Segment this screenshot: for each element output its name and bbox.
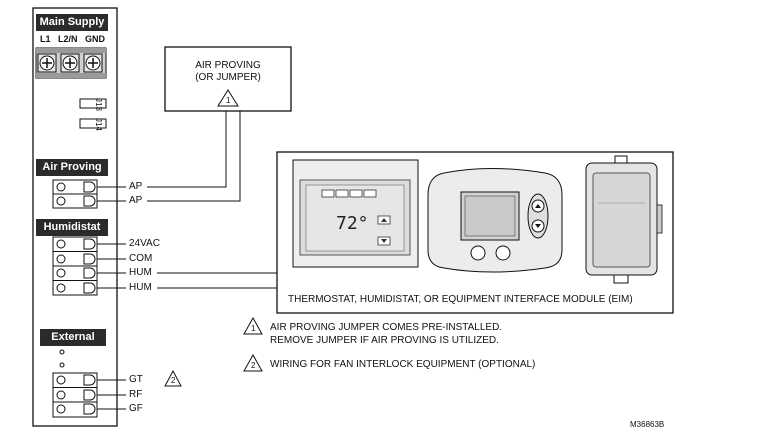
jumper-j13-connector	[79, 98, 107, 109]
jumper-j14-label: J14	[94, 118, 103, 131]
thermostat-temperature-display: 72°	[336, 213, 369, 234]
main-supply-terminal-block	[35, 47, 107, 79]
humidistat-terminal-block	[52, 236, 98, 296]
external-terminal-label-rf: RF	[129, 389, 143, 400]
jumper-j13-label: J13	[94, 98, 103, 111]
air-proving-terminal-label-2: AP	[129, 195, 143, 206]
external-note-marker: 2	[171, 376, 176, 385]
note-1-line-2: REMOVE JUMPER IF AIR PROVING IS UTILIZED…	[270, 335, 499, 346]
device-panel-caption: THERMOSTAT, HUMIDISTAT, OR EQUIPMENT INT…	[288, 294, 633, 305]
humidistat-terminal-label-24vac: 24VAC	[129, 238, 160, 249]
air-proving-box-note-marker: 1	[226, 96, 231, 105]
external-header: External	[40, 329, 106, 346]
air-proving-box-line-1: AIR PROVING	[195, 60, 261, 71]
external-terminal-label-gt: GT	[129, 374, 143, 385]
humidistat-terminal-label-com: COM	[129, 253, 153, 264]
external-indicator-dot-1	[59, 349, 65, 355]
humidistat-terminal-label-hum-2: HUM	[129, 282, 152, 293]
note-2-triangle	[243, 353, 263, 372]
screw-terminal-l1	[37, 53, 57, 73]
hum-wires	[157, 272, 277, 289]
air-proving-terminal-label-1: AP	[129, 181, 143, 192]
note-2-triangle-external	[164, 369, 182, 387]
external-terminal-block	[52, 372, 98, 418]
screw-terminal-l2n	[60, 53, 80, 73]
humidistat-header: Humidistat	[36, 219, 108, 236]
terminal-leads	[97, 186, 126, 410]
screw-terminal-gnd	[83, 53, 103, 73]
air-proving-wires	[147, 111, 241, 202]
main-supply-terminal-label-l2n: L2/N	[58, 34, 78, 44]
programmable-thermostat	[292, 159, 419, 268]
figure-id: M36863B	[630, 420, 665, 429]
jumper-j14-connector	[79, 118, 107, 129]
main-supply-terminal-label-gnd: GND	[85, 34, 105, 44]
air-proving-box-line-2: (OR JUMPER)	[195, 72, 261, 83]
main-supply-terminal-label-l1: L1	[40, 34, 51, 44]
note-1-line-1: AIR PROVING JUMPER COMES PRE-INSTALLED.	[270, 322, 503, 333]
note-1-triangle	[243, 316, 263, 335]
non-programmable-thermostat	[427, 168, 563, 273]
equipment-interface-module	[585, 155, 663, 284]
note-1-triangle-air-proving	[217, 89, 239, 107]
external-terminal-label-gf: GF	[129, 403, 143, 414]
main-supply-header: Main Supply	[36, 14, 108, 31]
air-proving-terminal-block	[52, 179, 98, 209]
note-2-marker: 2	[251, 361, 256, 370]
air-proving-header: Air Proving	[36, 159, 108, 176]
note-1-marker: 1	[251, 324, 256, 333]
note-2-line-1: WIRING FOR FAN INTERLOCK EQUIPMENT (OPTI…	[270, 359, 536, 370]
external-indicator-dot-2	[59, 362, 65, 368]
humidistat-terminal-label-hum-1: HUM	[129, 267, 152, 278]
